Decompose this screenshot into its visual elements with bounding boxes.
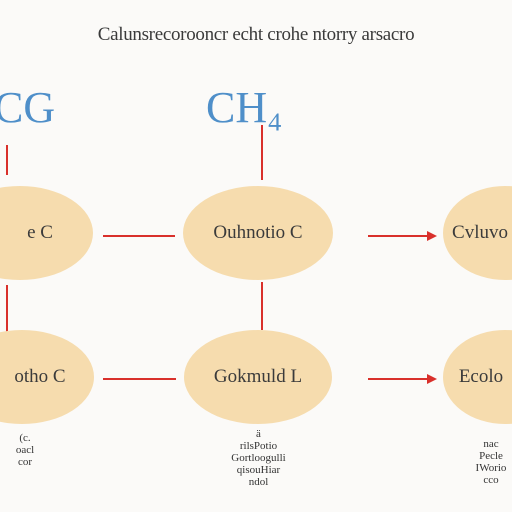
node-top-mid-label: Ouhnotio C (213, 222, 303, 243)
note-mid-line: rilsPotio (239, 440, 278, 452)
node-bot-left (0, 330, 94, 424)
node-bot-right (443, 330, 512, 424)
note-mid-line: qisouHiar (236, 464, 281, 476)
node-bot-right-label: Ecolo (458, 366, 504, 387)
node-bot-mid (184, 330, 332, 424)
note-right: nac Pecle IWorio cco (470, 438, 512, 486)
formula-left: CG (0, 83, 56, 132)
note-right-line: IWorio (475, 462, 507, 474)
note-mid-line: Gortloogulli (231, 452, 286, 464)
note-mid-line: ndol (248, 476, 269, 488)
note-right-line: Pecle (479, 450, 503, 462)
node-top-right (443, 186, 512, 280)
note-left-line: (c. (19, 432, 31, 444)
note-left: (c. oacl cor (0, 432, 50, 468)
node-top-left-label: e C (27, 222, 53, 243)
note-mid-line: ä (256, 428, 261, 440)
node-top-left (0, 186, 93, 280)
node-bot-left-label: otho C (14, 366, 66, 387)
note-left-line: cor (17, 456, 33, 468)
note-right-line: nac (483, 438, 499, 450)
node-bot-mid-label: Gokmuld L (213, 366, 303, 387)
note-right-line: cco (483, 474, 499, 486)
node-top-right-label: Cvluvo (452, 222, 508, 243)
note-mid: ä rilsPotio Gortloogulli qisouHiar ndol (196, 428, 321, 488)
node-top-mid (183, 186, 333, 280)
note-left-line: oacl (15, 444, 35, 456)
formula-mid: CH₄ (206, 83, 283, 132)
diagram-title: Calunsrecorooncr echt crohe ntorry arsac… (97, 24, 415, 45)
